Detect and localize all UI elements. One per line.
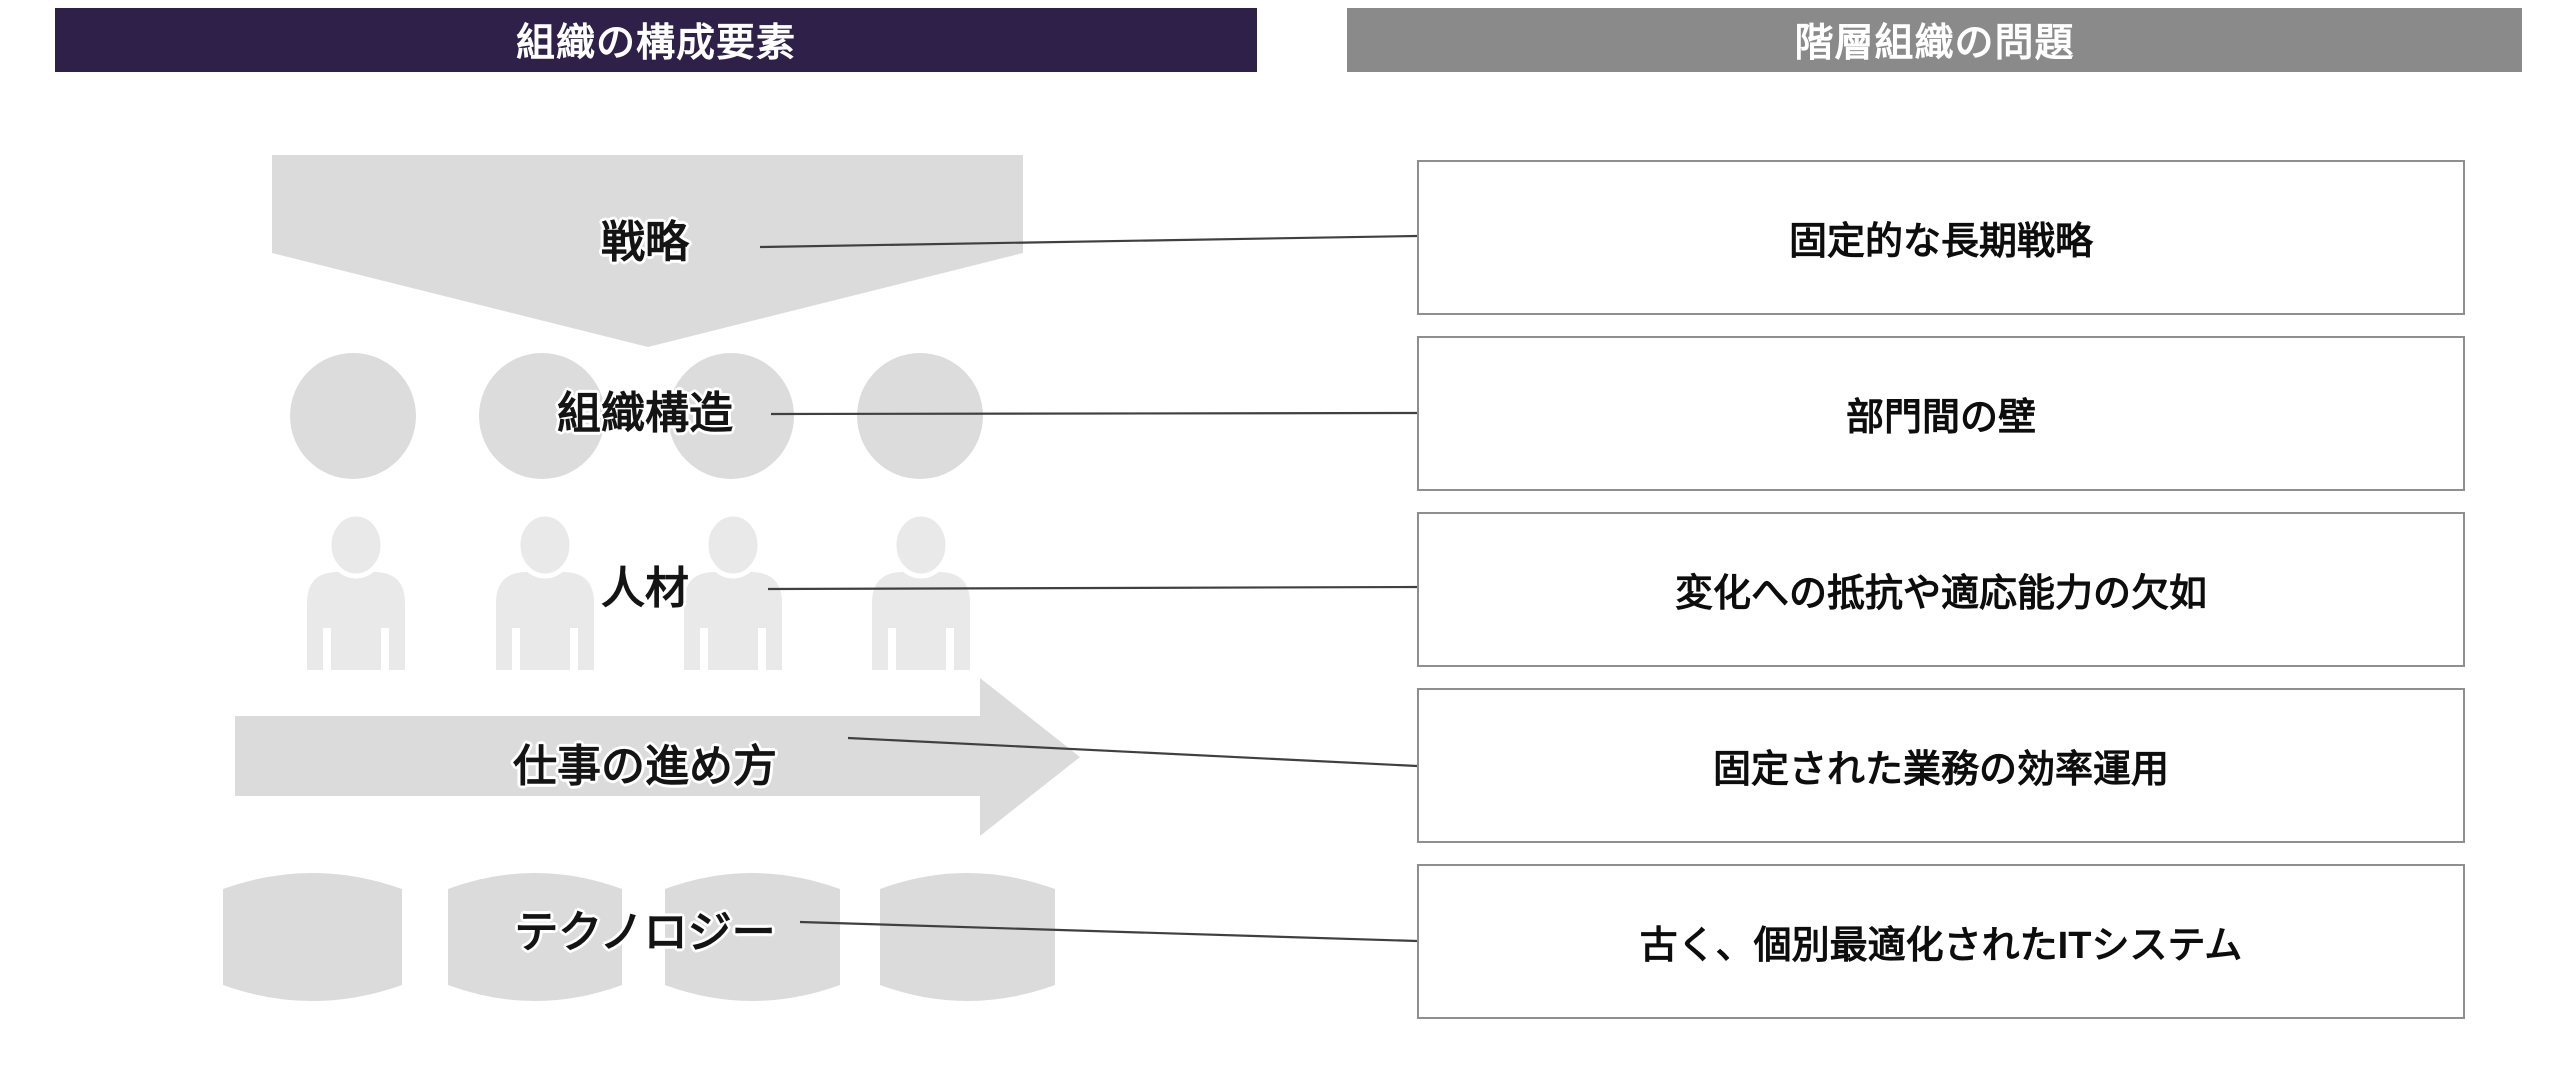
circles-group	[290, 353, 983, 479]
person-icon	[496, 511, 594, 670]
connector-strategy	[759, 234, 1418, 249]
circle-icon	[668, 353, 794, 479]
label-process: 仕事の進め方	[513, 742, 777, 791]
problem-box-strategy: 固定的な長期戦略	[1417, 160, 2465, 315]
person-icon	[307, 511, 405, 670]
cylinder-icon	[880, 873, 1055, 1001]
problem-box-label: 固定的な長期戦略	[1788, 221, 2093, 263]
label-technology: テクノロジー	[514, 908, 776, 957]
connector-people	[767, 585, 1418, 591]
label-structure: 組織構造	[557, 389, 733, 438]
label-people: 人材	[601, 564, 689, 613]
connector-lines	[759, 234, 1418, 943]
cylinder-icon	[448, 873, 622, 1001]
header-left: 組織の構成要素	[55, 8, 1257, 72]
problem-box-label: 固定された業務の効率運用	[1712, 749, 2169, 791]
circle-icon	[479, 353, 605, 479]
problem-box-structure: 部門間の壁	[1417, 336, 2465, 491]
label-strategy: 戦略	[601, 218, 689, 267]
circle-icon	[290, 353, 416, 479]
problem-box-label: 古く、個別最適化されたITシステム	[1639, 925, 2243, 967]
connector-technology	[799, 920, 1418, 943]
connector-process	[847, 736, 1418, 768]
connector-structure	[770, 411, 1418, 416]
person-icons-group	[307, 511, 970, 670]
right-arrow-shape	[235, 678, 1080, 836]
cylinder-icon	[665, 873, 840, 1001]
problem-box-process: 固定された業務の効率運用	[1417, 688, 2465, 843]
cylinders-group	[223, 873, 1055, 1001]
header-right-label: 階層組織の問題	[1794, 22, 2075, 65]
problem-box-technology: 古く、個別最適化されたITシステム	[1417, 864, 2465, 1019]
problem-box-label: 部門間の壁	[1845, 397, 2036, 439]
person-icon	[872, 511, 970, 670]
problem-box-label: 変化への抵抗や適応能力の欠如	[1674, 573, 2207, 615]
circle-icon	[857, 353, 983, 479]
cylinder-icon	[223, 873, 402, 1001]
problem-box-people: 変化への抵抗や適応能力の欠如	[1417, 512, 2465, 667]
down-chevron-shape	[272, 155, 1023, 347]
person-icon	[684, 511, 782, 670]
header-left-label: 組織の構成要素	[515, 22, 796, 65]
header-right: 階層組織の問題	[1347, 8, 2522, 72]
